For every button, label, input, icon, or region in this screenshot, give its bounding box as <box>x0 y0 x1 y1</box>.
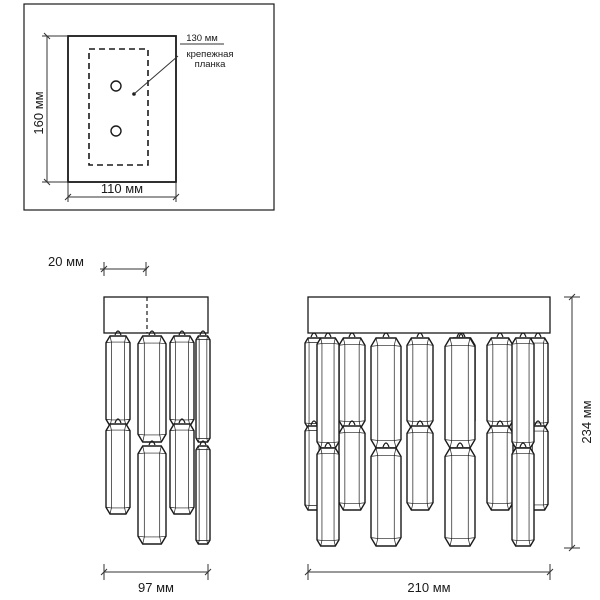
bracket-name-line2: планка <box>195 59 227 70</box>
front-canopy <box>307 296 551 334</box>
crystal-pendant <box>444 332 476 449</box>
crystal-pendant <box>370 442 402 547</box>
bracket-name-line1: крепежная <box>186 49 233 60</box>
crystal-pendant <box>105 418 131 515</box>
mount-plate-outline <box>67 35 177 183</box>
side-view: 20 мм 97 мм <box>48 254 212 595</box>
front-view: 234 мм 210 мм <box>304 293 594 595</box>
mount-plate-panel: 160 мм 110 мм 130 мм крепежная планка <box>23 3 275 211</box>
side-depth-label: 97 мм <box>138 580 174 595</box>
crystal-pendant <box>169 418 195 515</box>
crystal-pendant <box>195 330 211 443</box>
side-canopy <box>103 296 209 334</box>
crystal-pendant <box>511 442 535 547</box>
plate-height-label: 160 мм <box>31 91 46 134</box>
crystal-pendant <box>406 332 434 429</box>
screw-hole-top <box>110 80 122 92</box>
crystal-pendant <box>511 332 535 449</box>
bracket-leader-line <box>133 55 179 95</box>
crystal-pendant <box>195 440 211 545</box>
crystal-pendant <box>105 330 131 427</box>
crystal-pendant <box>444 442 476 547</box>
crystal-pendant <box>316 332 340 449</box>
front-width-label: 210 мм <box>407 580 450 595</box>
side-crystals <box>105 330 211 545</box>
crystal-pendant <box>137 440 167 545</box>
crystal-pendant <box>338 420 366 511</box>
crystal-pendant <box>486 332 514 429</box>
crystal-pendant <box>370 332 402 449</box>
screw-hole-bottom <box>110 125 122 137</box>
plate-width-label: 110 мм <box>101 181 143 196</box>
side-offset-label: 20 мм <box>48 254 84 269</box>
bracket-size-label: 130 мм <box>186 33 218 44</box>
front-height-label: 234 мм <box>579 400 594 443</box>
front-crystals <box>304 332 549 547</box>
crystal-pendant <box>486 420 514 511</box>
crystal-pendant <box>169 330 195 427</box>
crystal-pendant <box>338 332 366 429</box>
crystal-pendant <box>137 330 167 443</box>
crystal-pendant <box>406 420 434 511</box>
mounting-bracket-outline <box>88 48 149 166</box>
crystal-pendant <box>316 442 340 547</box>
